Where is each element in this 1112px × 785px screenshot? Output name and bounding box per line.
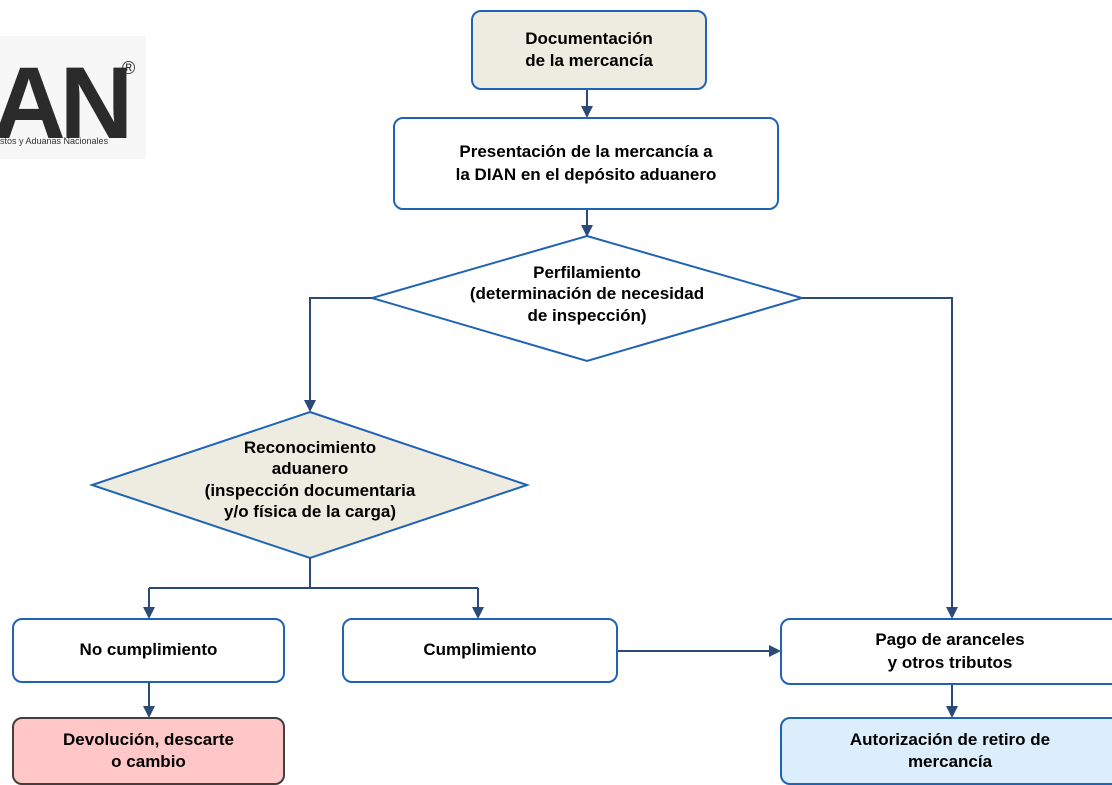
node-perfilamiento-label: Perfilamiento (determinación de necesida…: [469, 263, 705, 325]
registered-mark-icon: ®: [122, 58, 136, 78]
arrow-perfilamiento-reconocimiento: [304, 297, 372, 412]
arrow-perfilamiento-pago: [802, 297, 958, 619]
node-autorizacion: Autorización de retiro de mercancía: [780, 717, 1112, 785]
node-reconocimiento-label: Reconocimiento aduanero (inspección docu…: [204, 438, 416, 521]
node-no-cumplimiento: No cumplimiento: [12, 618, 285, 683]
node-cumplimiento: Cumplimiento: [342, 618, 618, 683]
node-documentacion: Documentación de la mercancía: [471, 10, 707, 90]
node-pago: Pago de aranceles y otros tributos: [780, 618, 1112, 685]
dian-logo: AN ® stos y Aduanas Nacionales: [0, 36, 146, 159]
node-devolucion: Devolución, descarte o cambio: [12, 717, 285, 785]
logo-wordmark: AN: [0, 46, 133, 160]
node-presentacion: Presentación de la mercancía a la DIAN e…: [393, 117, 779, 210]
perfilamiento-diamond: [368, 234, 806, 363]
logo-tagline: stos y Aduanas Nacionales: [0, 136, 109, 146]
